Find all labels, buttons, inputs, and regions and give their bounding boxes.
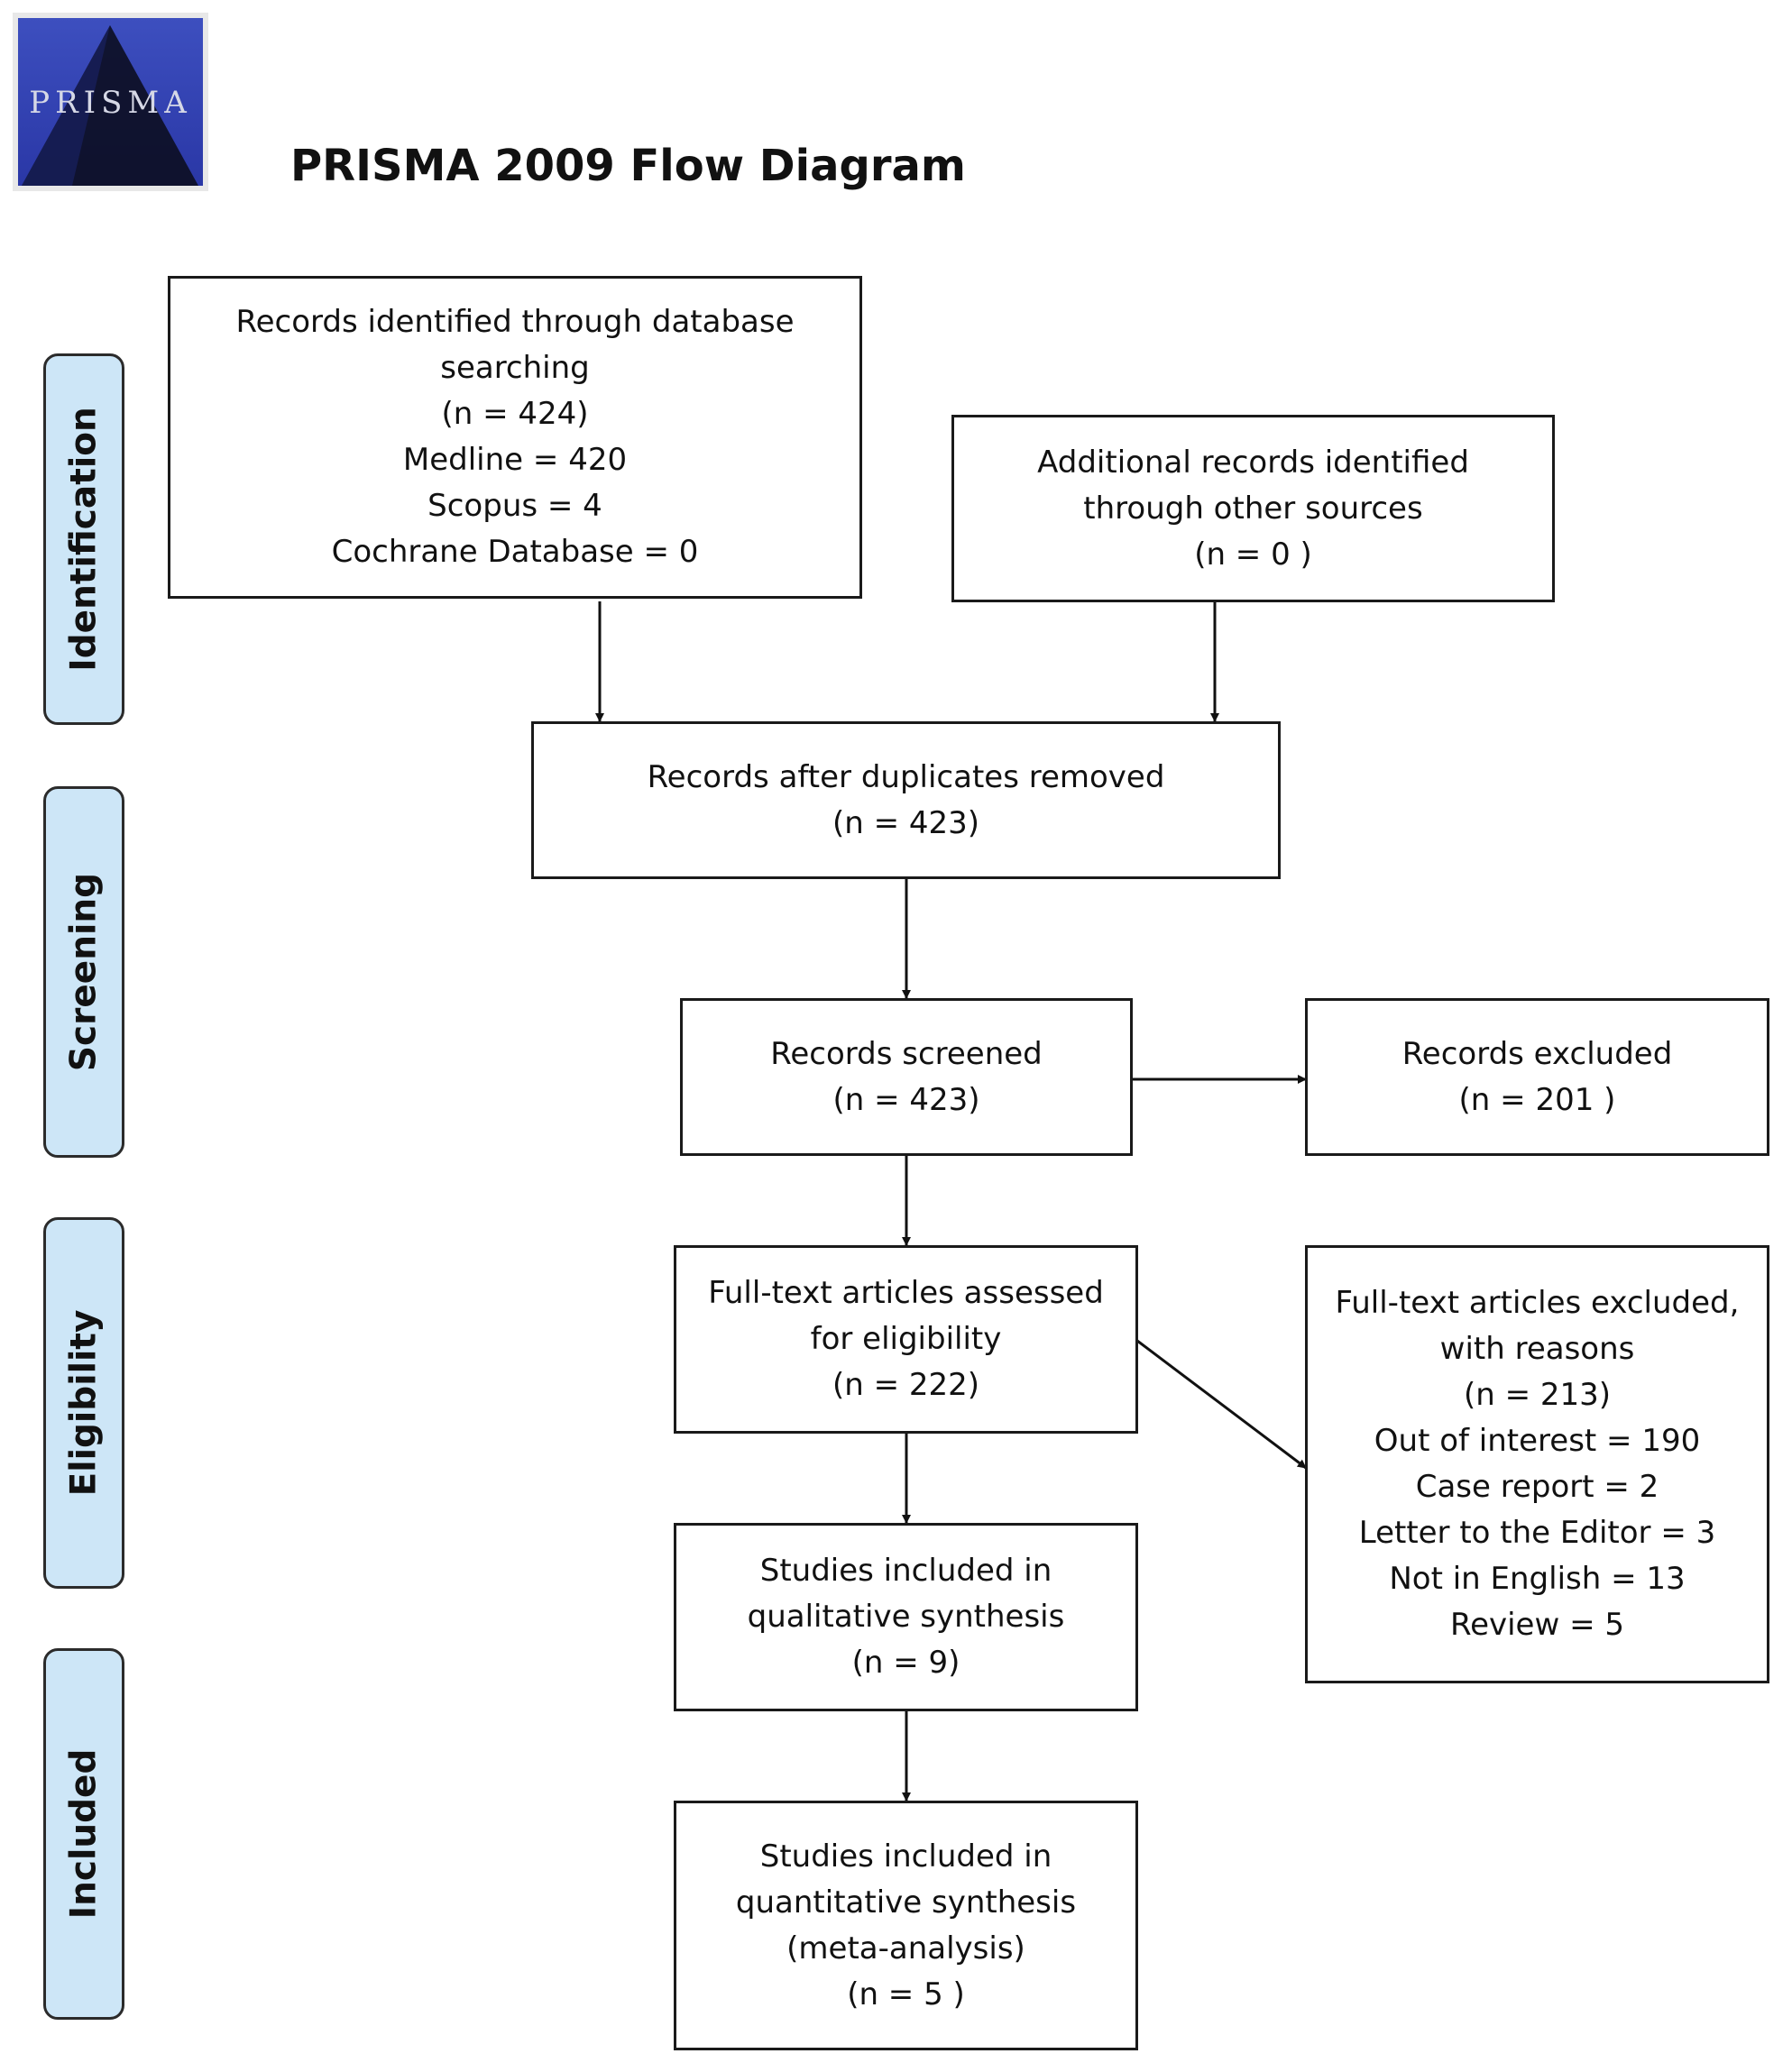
box-records-excluded: Records excluded (n = 201 ) bbox=[1305, 998, 1769, 1156]
stage-screening: Screening bbox=[43, 786, 124, 1158]
quantitative-line1: Studies included in bbox=[759, 1838, 1052, 1875]
box-fulltext-excluded: Full-text articles excluded, with reason… bbox=[1305, 1245, 1769, 1683]
box-quantitative-synthesis: Studies included in quantitative synthes… bbox=[674, 1801, 1138, 2050]
stage-eligibility: Eligibility bbox=[43, 1217, 124, 1589]
fulltext-excluded-count: (n = 213) bbox=[1463, 1377, 1612, 1413]
qualitative-count: (n = 9) bbox=[851, 1645, 960, 1681]
fulltext-excluded-out-of-interest: Out of interest = 190 bbox=[1374, 1423, 1701, 1459]
page-title: PRISMA 2009 Flow Diagram bbox=[290, 141, 966, 191]
box-database-search: Records identified through database sear… bbox=[168, 276, 862, 599]
fulltext-assessed-line1: Full-text articles assessed bbox=[708, 1275, 1104, 1311]
database-search-line2: searching bbox=[440, 350, 590, 386]
fulltext-assessed-count: (n = 222) bbox=[832, 1367, 980, 1403]
arrow-fulltext-to-fulltext-excluded bbox=[1136, 1339, 1307, 1470]
fulltext-excluded-letter: Letter to the Editor = 3 bbox=[1358, 1515, 1716, 1551]
database-search-count: (n = 424) bbox=[441, 396, 589, 432]
fulltext-excluded-review: Review = 5 bbox=[1449, 1607, 1625, 1643]
other-sources-count: (n = 0 ) bbox=[1194, 536, 1312, 573]
duplicates-removed-line1: Records after duplicates removed bbox=[647, 758, 1165, 795]
logo-triangle-icon bbox=[22, 25, 198, 186]
quantitative-count: (n = 5 ) bbox=[847, 1976, 965, 2012]
database-search-cochrane: Cochrane Database = 0 bbox=[331, 534, 699, 570]
box-duplicates-removed: Records after duplicates removed (n = 42… bbox=[531, 721, 1281, 879]
qualitative-line2: qualitative synthesis bbox=[747, 1599, 1065, 1635]
logo-text: PRISMA bbox=[29, 85, 192, 121]
quantitative-line2: quantitative synthesis bbox=[735, 1884, 1077, 1921]
records-screened-line1: Records screened bbox=[770, 1035, 1043, 1072]
quantitative-line3: (meta-analysis) bbox=[786, 1930, 1025, 1967]
fulltext-excluded-line1: Full-text articles excluded, bbox=[1335, 1285, 1740, 1321]
fulltext-assessed-line2: for eligibility bbox=[810, 1321, 1002, 1357]
records-screened-count: (n = 423) bbox=[832, 1081, 980, 1118]
stage-included: Included bbox=[43, 1648, 124, 2020]
fulltext-excluded-case-report: Case report = 2 bbox=[1415, 1469, 1659, 1505]
box-qualitative-synthesis: Studies included in qualitative synthesi… bbox=[674, 1523, 1138, 1711]
qualitative-line1: Studies included in bbox=[759, 1553, 1052, 1589]
records-excluded-line1: Records excluded bbox=[1401, 1035, 1673, 1072]
stage-identification: Identification bbox=[43, 353, 124, 725]
box-records-screened: Records screened (n = 423) bbox=[680, 998, 1133, 1156]
other-sources-line1: Additional records identified bbox=[1037, 444, 1469, 481]
fulltext-excluded-not-english: Not in English = 13 bbox=[1389, 1561, 1686, 1597]
duplicates-removed-count: (n = 423) bbox=[832, 804, 980, 841]
prisma-logo: PRISMA bbox=[18, 18, 203, 186]
database-search-medline: Medline = 420 bbox=[402, 442, 628, 478]
box-other-sources: Additional records identified through ot… bbox=[951, 415, 1555, 602]
records-excluded-count: (n = 201 ) bbox=[1458, 1081, 1616, 1118]
box-fulltext-assessed: Full-text articles assessed for eligibil… bbox=[674, 1245, 1138, 1434]
fulltext-excluded-line2: with reasons bbox=[1439, 1331, 1635, 1367]
database-search-line1: Records identified through database bbox=[235, 304, 795, 340]
database-search-scopus: Scopus = 4 bbox=[427, 488, 602, 524]
other-sources-line2: through other sources bbox=[1083, 490, 1423, 527]
